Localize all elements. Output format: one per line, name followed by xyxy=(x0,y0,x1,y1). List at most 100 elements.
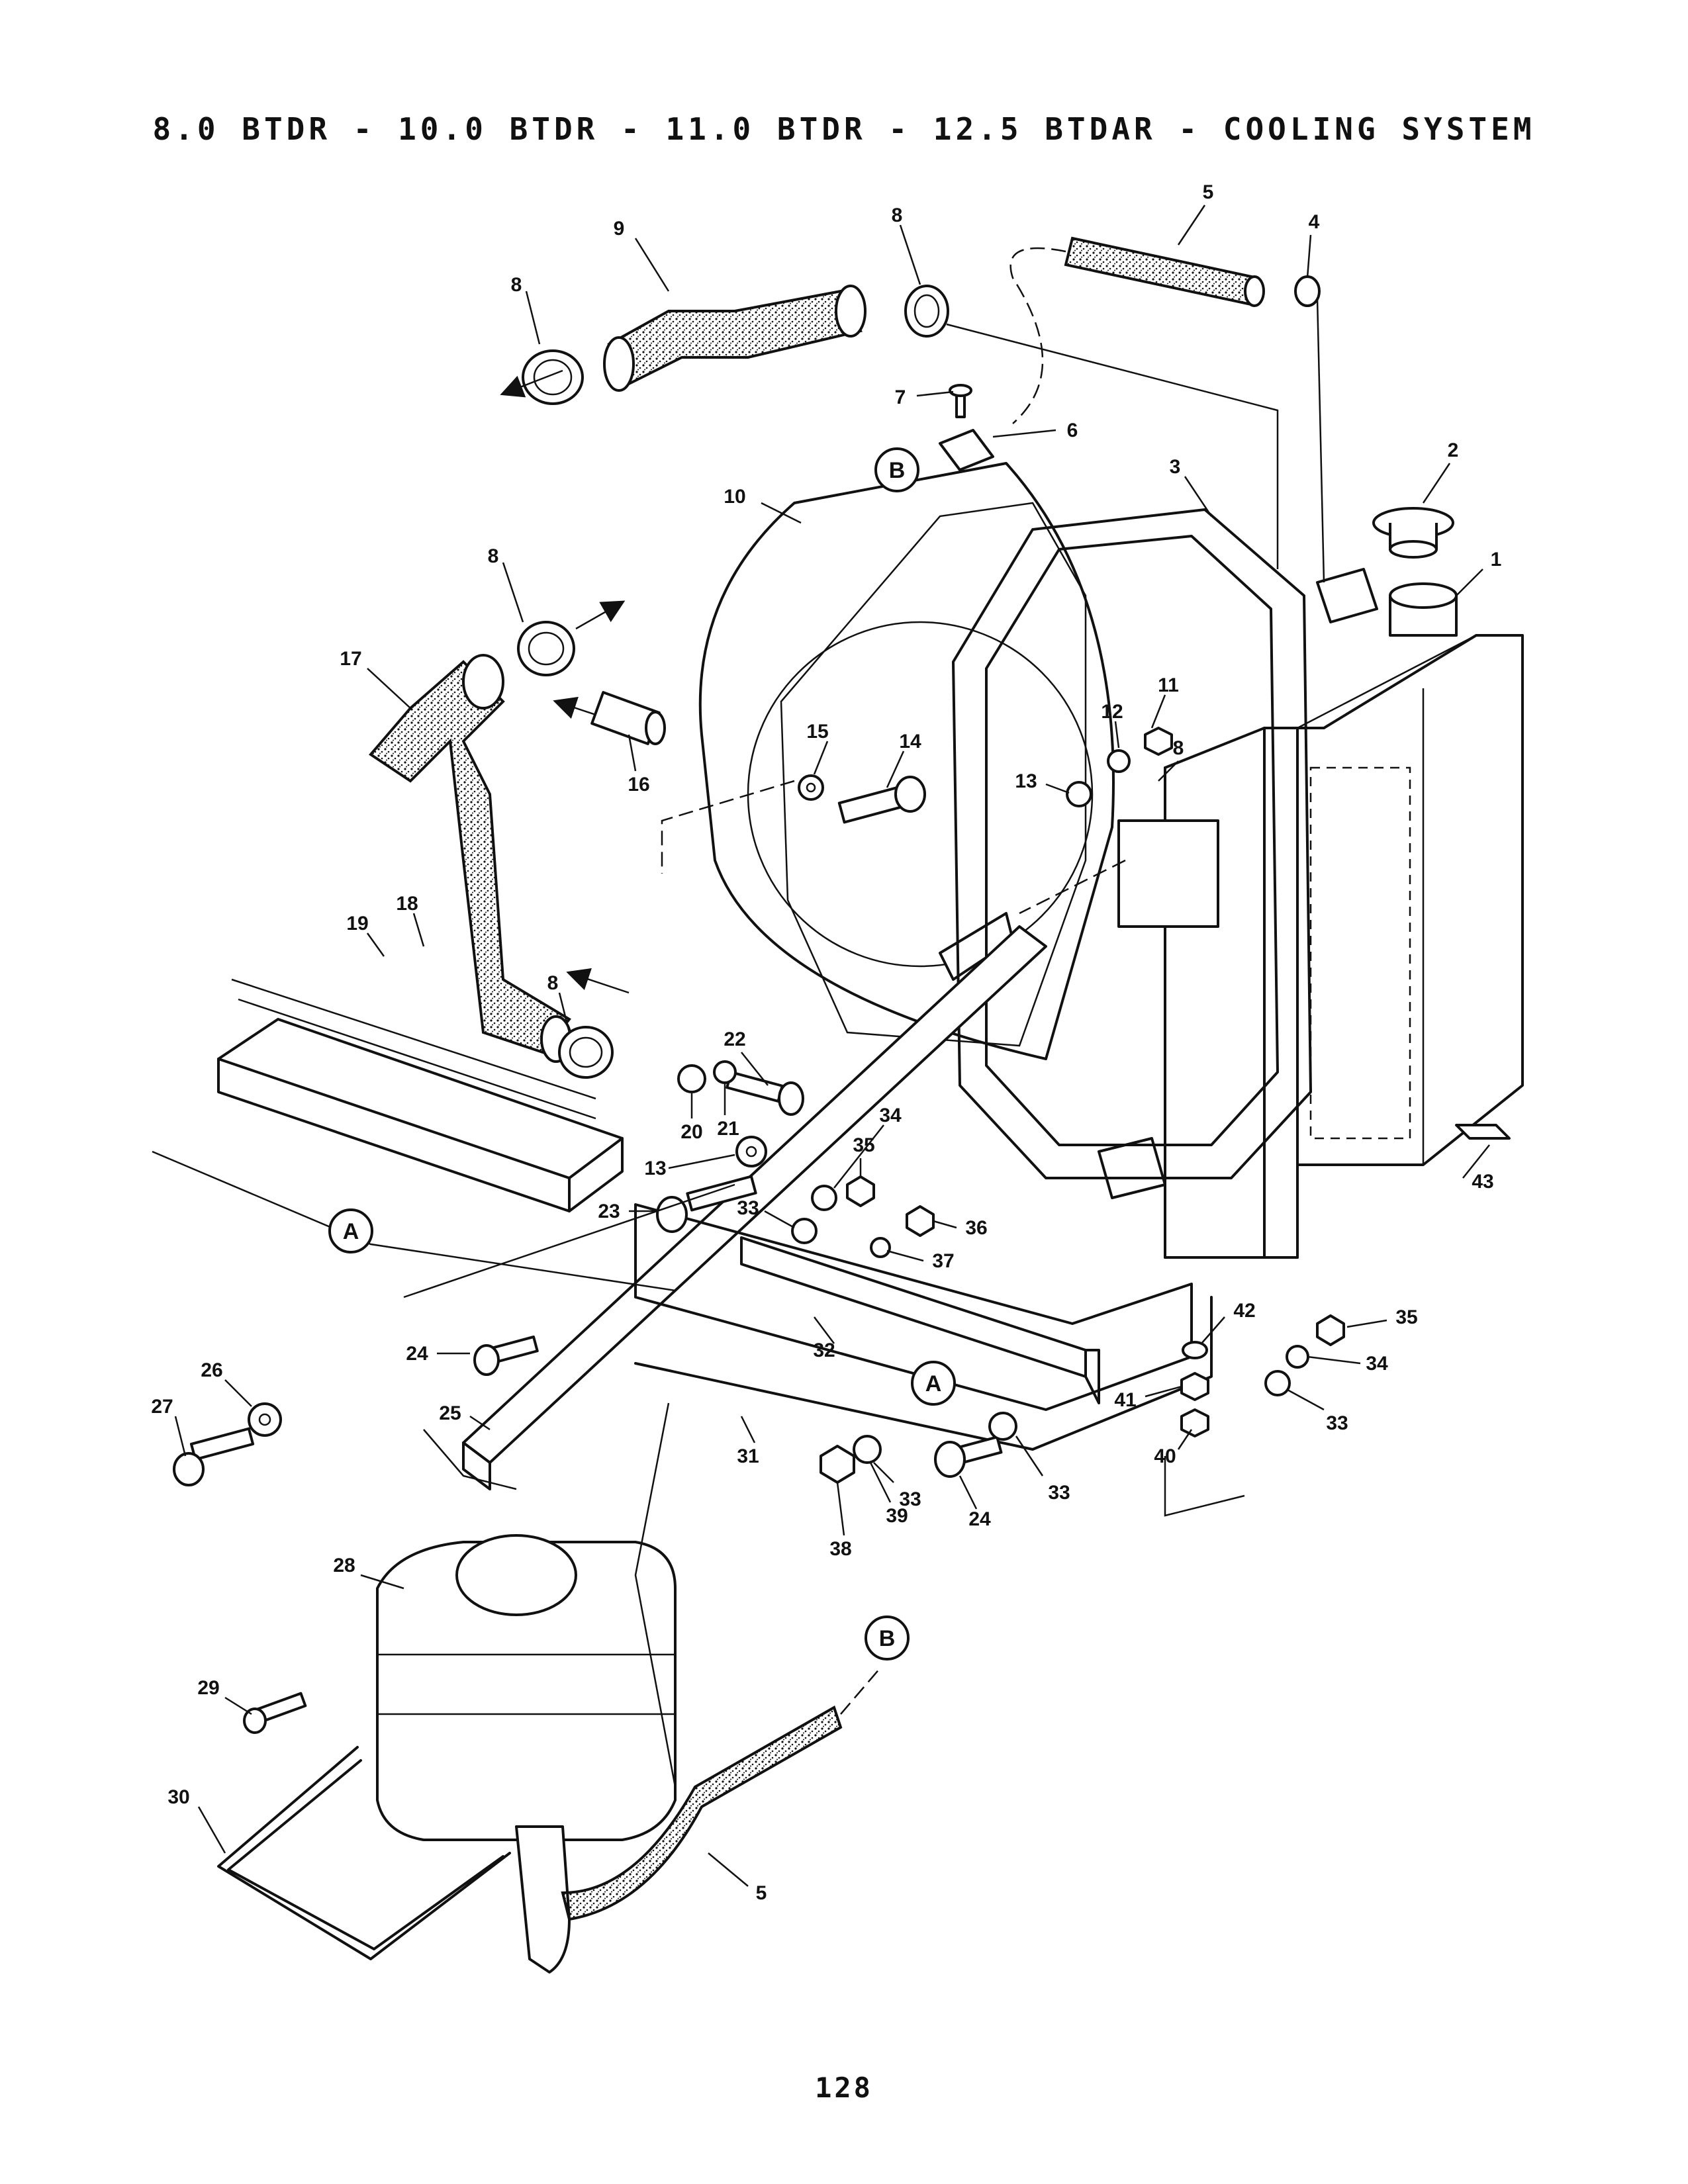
bolt xyxy=(726,1071,804,1116)
washer xyxy=(1286,1345,1309,1369)
svg-text:36: 36 xyxy=(965,1217,987,1239)
hose-clamp xyxy=(522,349,584,405)
callout: 11 xyxy=(1150,674,1179,729)
svg-text:15: 15 xyxy=(806,721,828,743)
radiator xyxy=(1098,568,1524,1259)
svg-text:17: 17 xyxy=(340,648,361,670)
svg-text:38: 38 xyxy=(829,1538,851,1560)
reference-marker-b: B xyxy=(874,447,919,492)
callout: 27 xyxy=(151,1396,187,1457)
svg-text:14: 14 xyxy=(899,731,921,752)
callout: 9 xyxy=(614,218,670,292)
svg-text:39: 39 xyxy=(886,1505,908,1527)
spacer xyxy=(590,691,666,745)
callout: 5 xyxy=(1177,181,1213,246)
reference-marker-a: A xyxy=(328,1208,373,1253)
svg-text:11: 11 xyxy=(1158,674,1179,696)
callout: 24 xyxy=(406,1343,470,1365)
svg-text:10: 10 xyxy=(724,486,745,508)
nut xyxy=(1180,1372,1209,1401)
svg-text:20: 20 xyxy=(680,1121,702,1143)
svg-text:16: 16 xyxy=(628,774,649,796)
small-hose-clamp xyxy=(1294,275,1321,307)
bolt xyxy=(934,1435,1003,1478)
svg-text:B: B xyxy=(879,1626,896,1651)
svg-text:43: 43 xyxy=(1472,1171,1493,1193)
svg-text:35: 35 xyxy=(853,1134,874,1156)
svg-text:B: B xyxy=(889,458,906,483)
clip xyxy=(939,429,994,471)
svg-text:6: 6 xyxy=(1067,420,1078,441)
callout: 33 xyxy=(1287,1388,1348,1434)
nut xyxy=(1180,1408,1209,1437)
nut xyxy=(846,1175,875,1207)
svg-text:18: 18 xyxy=(396,893,418,915)
callout: 35 xyxy=(853,1134,875,1177)
callout: 17 xyxy=(340,648,411,709)
reservoir-wire-bracket xyxy=(217,1746,511,1960)
callout: 8 xyxy=(892,205,921,285)
screw xyxy=(243,1692,307,1734)
callout: 10 xyxy=(724,486,802,524)
svg-text:4: 4 xyxy=(1309,211,1320,233)
callout: 42 xyxy=(1201,1300,1256,1344)
lower-hose xyxy=(369,654,572,1063)
mounting-foot xyxy=(1455,1124,1511,1140)
page-title: 8.0 BTDR - 10.0 BTDR - 11.0 BTDR - 12.5 … xyxy=(152,111,1536,147)
svg-text:37: 37 xyxy=(932,1250,954,1272)
svg-text:13: 13 xyxy=(644,1158,666,1179)
svg-text:7: 7 xyxy=(895,387,906,408)
callout: 34 xyxy=(1307,1353,1388,1375)
callout: 15 xyxy=(806,721,829,775)
bolt xyxy=(473,1335,539,1376)
svg-text:A: A xyxy=(925,1371,942,1396)
callout: 26 xyxy=(201,1359,252,1407)
callout: 35 xyxy=(1346,1306,1418,1328)
bolt xyxy=(837,776,926,824)
washer xyxy=(798,774,824,801)
callout: 37 xyxy=(886,1250,955,1272)
svg-text:33: 33 xyxy=(899,1488,921,1510)
nut xyxy=(1144,727,1173,756)
svg-text:41: 41 xyxy=(1114,1389,1136,1411)
svg-text:34: 34 xyxy=(879,1105,902,1126)
callout: 33 xyxy=(737,1197,795,1229)
washer xyxy=(677,1064,706,1093)
support-channel xyxy=(217,978,624,1212)
hose-clamp xyxy=(517,621,575,676)
fan-guard-ring xyxy=(952,508,1312,1179)
washer xyxy=(791,1218,818,1244)
svg-text:1: 1 xyxy=(1491,549,1502,570)
svg-text:8: 8 xyxy=(547,972,559,994)
upper-hose xyxy=(603,285,867,392)
svg-text:9: 9 xyxy=(614,218,625,240)
callout: 18 xyxy=(396,893,425,947)
svg-text:30: 30 xyxy=(167,1786,189,1808)
washer xyxy=(853,1435,882,1464)
callout: 16 xyxy=(628,734,650,796)
callout: 13 xyxy=(644,1154,735,1179)
svg-text:26: 26 xyxy=(201,1359,222,1381)
svg-text:8: 8 xyxy=(1173,737,1184,759)
svg-text:22: 22 xyxy=(724,1028,745,1050)
svg-text:35: 35 xyxy=(1395,1306,1417,1328)
screw xyxy=(949,384,972,418)
callout: 13 xyxy=(1015,770,1070,794)
callout: 14 xyxy=(886,731,921,788)
svg-text:A: A xyxy=(343,1219,359,1244)
callout: 12 xyxy=(1101,701,1123,749)
svg-text:8: 8 xyxy=(892,205,903,226)
callout: 43 xyxy=(1462,1144,1494,1193)
callout: 40 xyxy=(1154,1429,1193,1467)
svg-text:40: 40 xyxy=(1154,1445,1176,1467)
svg-text:34: 34 xyxy=(1366,1353,1388,1375)
nut xyxy=(906,1205,935,1237)
callout: 39 xyxy=(869,1462,908,1527)
callout: 19 xyxy=(346,913,385,957)
mounting-plate xyxy=(634,1203,1213,1451)
callout: 41 xyxy=(1114,1385,1182,1411)
washer xyxy=(811,1185,837,1211)
washer xyxy=(1107,749,1131,773)
washer xyxy=(1264,1370,1291,1396)
bracket-bar xyxy=(740,1236,1100,1404)
